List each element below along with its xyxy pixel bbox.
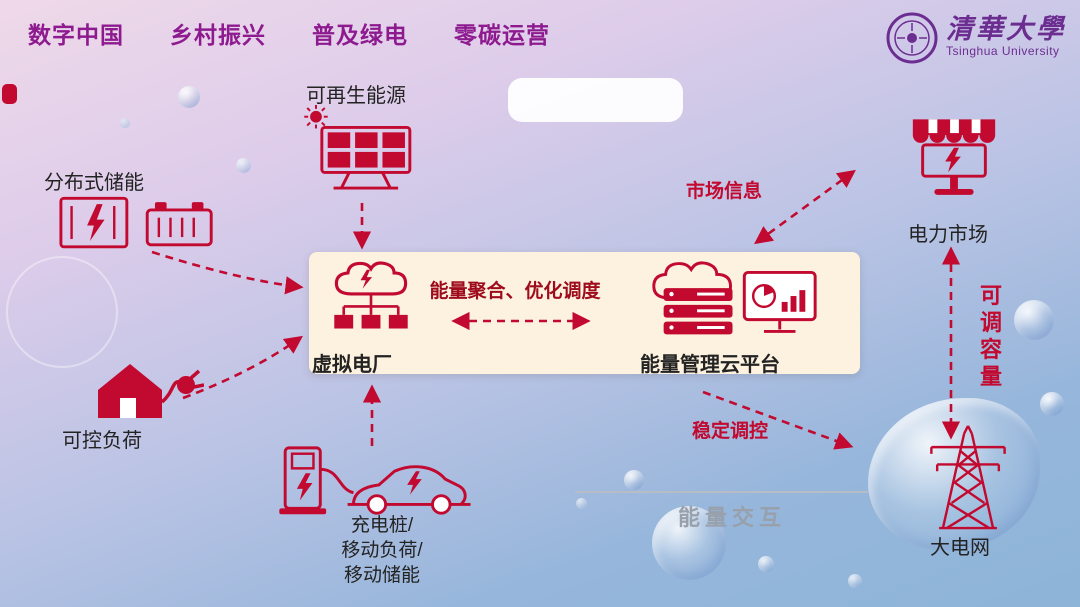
- ev-charging-icon: [268, 442, 476, 522]
- tsinghua-logo-text: 清華大學 Tsinghua University: [946, 14, 1066, 58]
- renewable-label: 可再生能源: [306, 85, 406, 107]
- vpp-cloud-network-icon: [328, 258, 414, 334]
- water-bubble: [758, 556, 774, 572]
- water-bubble: [576, 498, 587, 509]
- market-label: 电力市场: [908, 224, 988, 246]
- university-name-en: Tsinghua University: [946, 44, 1060, 58]
- slogan-green-power: 普及绿电: [312, 22, 408, 48]
- header-slogans: 数字中国 乡村振兴 普及绿电 零碳运营: [28, 16, 550, 50]
- vpp-label: 虚拟电厂: [312, 354, 392, 376]
- slogan-rural-revitalization: 乡村振兴: [170, 22, 266, 48]
- market-info-label: 市场信息: [686, 181, 763, 202]
- grid-label: 大电网: [930, 537, 990, 559]
- cloud-platform-icon: [642, 254, 824, 342]
- platform-label: 能量管理云平台: [640, 354, 780, 376]
- stable-control-label: 稳定调控: [692, 421, 769, 442]
- erased-area: [508, 78, 683, 122]
- red-droplet-deco: [2, 84, 17, 104]
- tsinghua-emblem-icon: [886, 12, 938, 64]
- water-bubble: [120, 118, 130, 128]
- water-bubble: [236, 158, 251, 173]
- water-bubble: [1014, 300, 1054, 340]
- water-bubble: [624, 470, 644, 490]
- water-bubble: [652, 506, 726, 580]
- slogan-zero-carbon: 零碳运营: [454, 22, 550, 48]
- water-bubble: [1040, 392, 1064, 416]
- university-name-cn: 清華大學: [946, 14, 1066, 44]
- load-label: 可控负荷: [62, 430, 142, 452]
- transmission-tower-icon: [925, 424, 1011, 530]
- solar-panel-icon: [300, 104, 418, 192]
- water-ring: [6, 256, 118, 368]
- water-bubble: [848, 574, 862, 588]
- ev-label-line-2: 移动负荷/: [341, 540, 423, 561]
- aggregation-label: 能量聚合、优化调度: [429, 281, 601, 302]
- ev-label-line-1: 充电桩/: [350, 515, 414, 536]
- slogan-digital-china: 数字中国: [28, 22, 124, 48]
- energy-exchange-label: 能量交互: [678, 505, 787, 530]
- battery-storage-icon: [58, 192, 218, 256]
- adjustable-capacity-label: 可 调 容 量: [980, 282, 1002, 390]
- capacity-char-1: 可: [980, 283, 1003, 308]
- house-plug-icon: [92, 358, 204, 422]
- ev-label: 充电桩/ 移动负荷/ 移动储能: [322, 513, 442, 588]
- capacity-char-3: 容: [980, 337, 1003, 362]
- capacity-char-2: 调: [980, 310, 1003, 335]
- ev-label-line-3: 移动储能: [343, 565, 420, 586]
- water-bubble: [178, 86, 200, 108]
- capacity-char-4: 量: [980, 364, 1003, 389]
- storage-label: 分布式储能: [44, 172, 144, 194]
- market-store-icon: [905, 115, 1003, 209]
